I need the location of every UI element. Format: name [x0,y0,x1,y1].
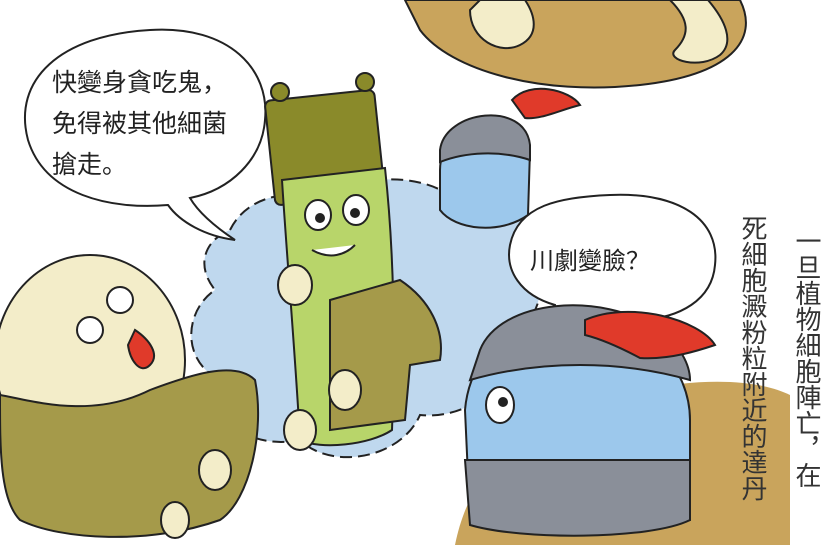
starch-granule-held [277,264,313,306]
foot-right-icon [668,0,729,64]
foot-left-icon [468,0,535,50]
helmet-speech-text: 川劇變臉？ [530,247,650,275]
narration-column-left: 死細胞澱粉粒附近的達丹 [737,215,767,501]
plume-front-icon [584,310,717,360]
narration-column-right: 一旦植物細胞陣亡，在 [791,228,821,488]
plume-top-icon [510,87,582,120]
ghost-speech-text: 快變身貪吃鬼，免得被其他細菌搶走。 [52,68,228,179]
